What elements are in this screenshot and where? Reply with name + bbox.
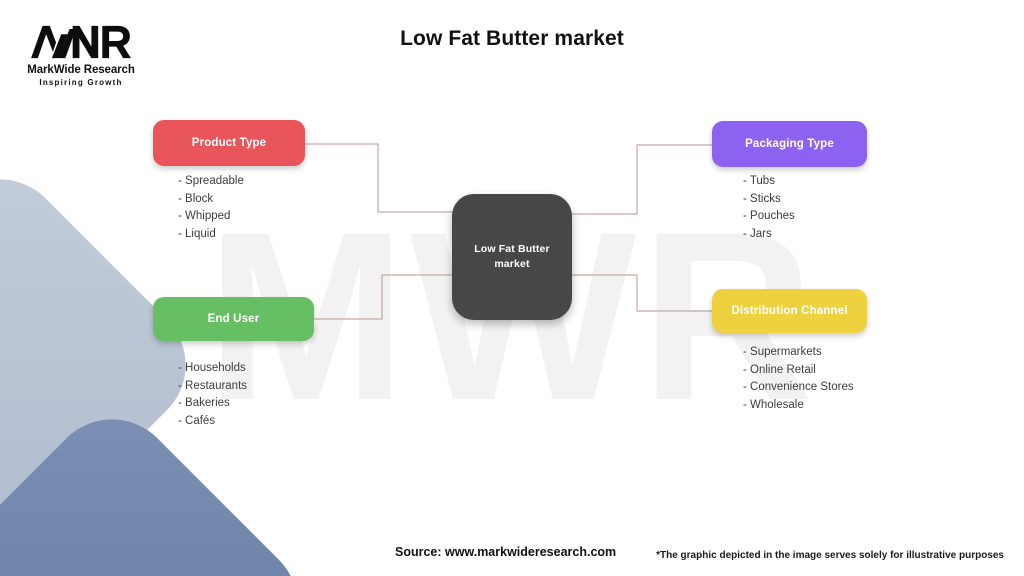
list-item: - Sticks (743, 192, 781, 205)
center-node[interactable]: Low Fat Butter market (452, 194, 572, 320)
item-list-end-user: - Households - Restaurants - Bakeries - … (178, 360, 247, 430)
center-node-label: Low Fat Butter market (474, 242, 550, 272)
disclaimer-text: *The graphic depicted in the image serve… (656, 550, 1004, 561)
center-node-line1: Low Fat Butter (474, 242, 550, 255)
branch-node-end-user[interactable]: End User (153, 297, 314, 341)
branch-label-end-user: End User (207, 313, 260, 325)
list-item: - Wholesale (743, 398, 804, 411)
connector-end-user (314, 274, 452, 320)
list-item: - Supermarkets (743, 346, 822, 358)
list-item: - Households (178, 362, 246, 374)
item-list-packaging-type: - Tubs - Sticks - Pouches - Jars (743, 173, 795, 243)
connector-distribution-channel (572, 274, 712, 312)
center-node-line2: market (494, 258, 530, 270)
list-item: - Jars (743, 227, 772, 240)
logo-tagline: Inspiring Growth (39, 77, 123, 87)
branch-label-product-type: Product Type (191, 137, 267, 149)
list-item: - Spreadable (178, 175, 244, 187)
list-item: - Liquid (178, 227, 216, 240)
connector-product-type (305, 143, 452, 213)
branch-node-packaging-type[interactable]: Packaging Type (712, 121, 867, 167)
branch-node-distribution-channel[interactable]: Distribution Channel (712, 289, 867, 333)
connector-packaging-type (572, 144, 712, 215)
list-item: - Bakeries (178, 397, 230, 410)
brand-logo: MarkWide Research Inspiring Growth (16, 22, 146, 87)
list-item: - Cafés (178, 414, 216, 427)
logo-company-name: MarkWide Research (27, 64, 135, 76)
list-item: - Pouches (743, 210, 795, 223)
mwr-logo-icon (31, 25, 131, 59)
page-title: Low Fat Butter market (400, 27, 624, 50)
list-item: - Restaurants (178, 379, 248, 392)
list-item: - Convenience Stores (743, 381, 854, 394)
list-item: - Tubs (743, 175, 775, 187)
list-item: - Block (178, 192, 214, 205)
source-text: Source: www.markwideresearch.com (395, 545, 617, 559)
branch-node-product-type[interactable]: Product Type (153, 120, 305, 166)
item-list-product-type: - Spreadable - Block - Whipped - Liquid (178, 173, 244, 243)
branch-label-distribution-channel: Distribution Channel (731, 305, 848, 317)
list-item: - Whipped (178, 210, 231, 223)
item-list-distribution-channel: - Supermarkets - Online Retail - Conveni… (743, 344, 854, 414)
branch-label-packaging-type: Packaging Type (745, 138, 834, 150)
list-item: - Online Retail (743, 363, 816, 376)
